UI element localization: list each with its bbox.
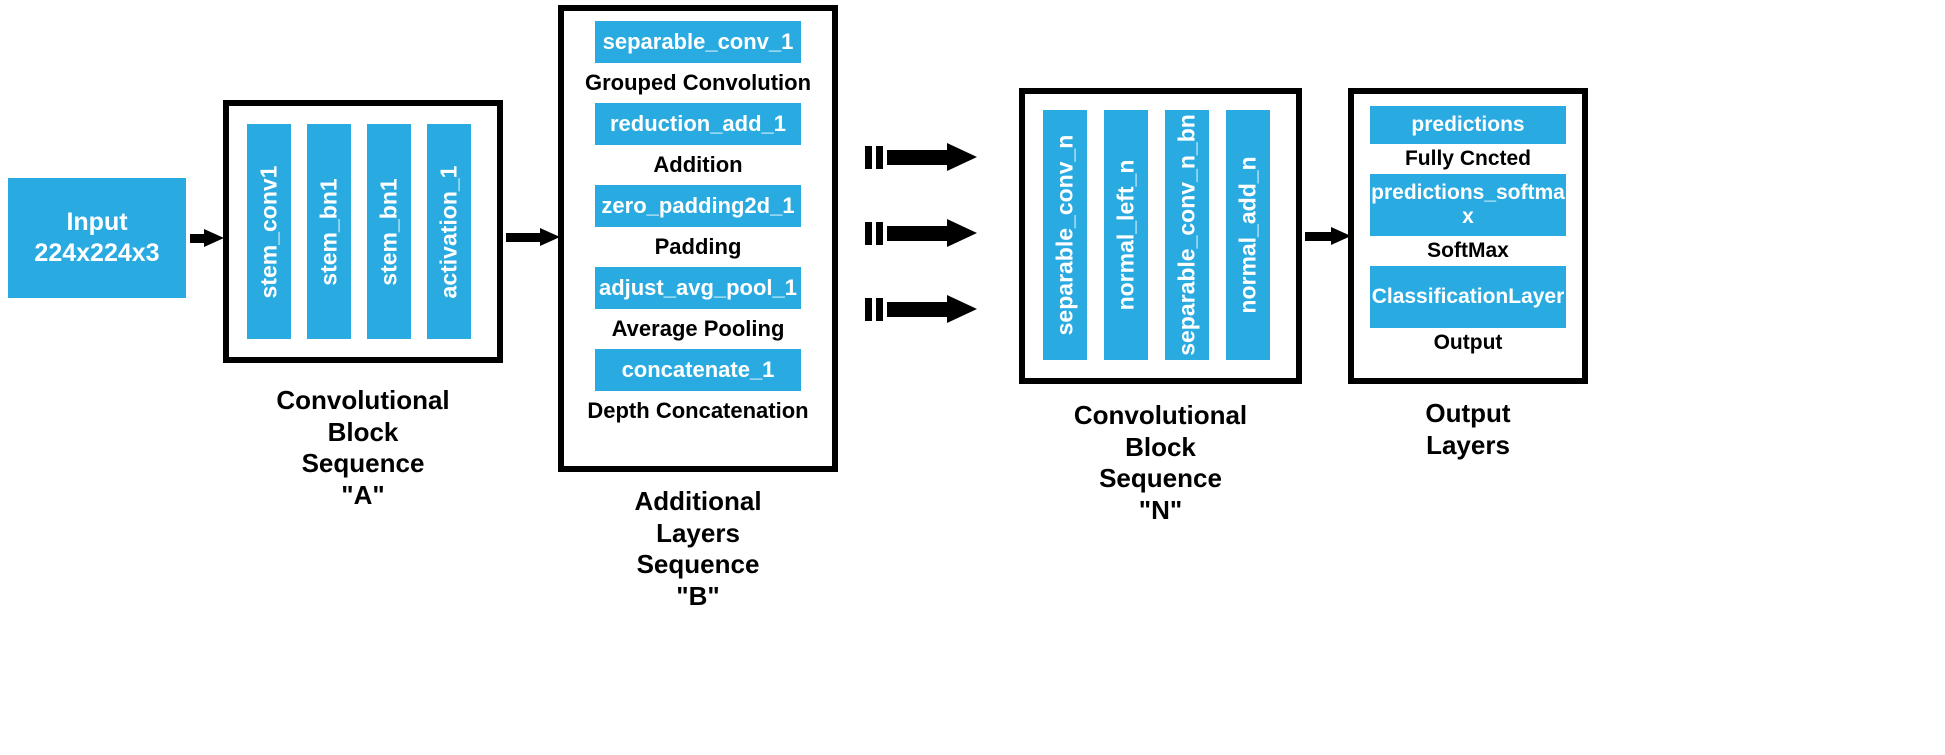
- block-b-layer-2: zero_padding2d_1: [595, 185, 801, 227]
- arrow-block-a-to-block-b: [506, 228, 562, 246]
- block-n-layer-2-label: separable_conv_n_bn: [1173, 114, 1200, 356]
- block-b-caption: Additional Layers Sequence "B": [634, 486, 762, 612]
- block-n-layer-3-label: normal_add_n: [1234, 156, 1261, 314]
- block-b-layer-2-label: zero_padding2d_1: [601, 193, 795, 218]
- block-b-layer-3-label: adjust_avg_pool_1: [598, 275, 798, 300]
- arrow-block-n-to-output: [1305, 227, 1353, 245]
- output-layer-0: predictions: [1370, 106, 1566, 144]
- block-b-container: separable_conv_1 Grouped Convolution red…: [558, 5, 838, 472]
- output-layer-2-type: Output: [1433, 331, 1503, 354]
- output-layer-1: predictions_softmax: [1370, 174, 1566, 236]
- block-b-layer-1: reduction_add_1: [595, 103, 801, 145]
- block-n-layer-3: normal_add_n: [1226, 110, 1270, 360]
- block-a-layer-1: stem_bn1: [307, 124, 351, 339]
- output-layer-2-label: ClassificationLayer: [1371, 285, 1565, 309]
- output-block-caption: Output Layers: [1425, 398, 1511, 460]
- block-b-layer-1-label: reduction_add_1: [609, 111, 787, 136]
- output-layer-0-type: Fully Cncted: [1404, 147, 1531, 170]
- arrow-block-b-to-block-n-3: [865, 295, 977, 323]
- block-a-layer-3: activation_1: [427, 124, 471, 339]
- block-a-layer-0-label: stem_conv1: [255, 165, 282, 298]
- block-n-caption: Convolutional Block Sequence "N": [1073, 400, 1248, 526]
- block-n-layer-0-label: separable_conv_n: [1051, 134, 1078, 336]
- block-a-layer-1-label: stem_bn1: [315, 177, 342, 286]
- block-b-layer-0: separable_conv_1: [595, 21, 801, 63]
- block-b-layer-2-type: Padding: [654, 234, 742, 259]
- output-layer-1-label: predictions_softmax: [1371, 181, 1565, 228]
- block-n-layer-2: separable_conv_n_bn: [1165, 110, 1209, 360]
- block-n-layer-1-label: normal_left_n: [1112, 159, 1139, 311]
- block-b-layer-1-type: Addition: [653, 152, 743, 177]
- block-n-layer-1: normal_left_n: [1104, 110, 1148, 360]
- output-layer-2: ClassificationLayer: [1370, 266, 1566, 328]
- arrow-block-b-to-block-n-1: [865, 143, 977, 171]
- output-layer-0-label: predictions: [1411, 113, 1525, 137]
- block-b-layer-0-type: Grouped Convolution: [584, 70, 812, 95]
- block-a-layer-3-label: activation_1: [435, 165, 462, 298]
- block-b-layer-0-label: separable_conv_1: [602, 29, 794, 54]
- block-n-container: separable_conv_n normal_left_n separable…: [1019, 88, 1302, 384]
- output-block-container: predictions Fully Cncted predictions_sof…: [1348, 88, 1588, 384]
- output-layer-1-type: SoftMax: [1427, 239, 1509, 262]
- block-b-layer-3-type: Average Pooling: [611, 316, 785, 341]
- block-n-layer-0: separable_conv_n: [1043, 110, 1087, 360]
- input-box: Input 224x224x3: [8, 178, 186, 298]
- block-a-caption: Convolutional Block Sequence "A": [276, 385, 450, 511]
- arrow-block-b-to-block-n-2: [865, 219, 977, 247]
- block-b-layer-4-label: concatenate_1: [621, 357, 775, 382]
- block-a-layer-2-label: stem_bn1: [375, 177, 402, 286]
- block-b-layer-4: concatenate_1: [595, 349, 801, 391]
- block-a-container: stem_conv1 stem_bn1 stem_bn1 activation_…: [223, 100, 503, 363]
- block-a-layer-0: stem_conv1: [247, 124, 291, 339]
- block-b-layer-4-type: Depth Concatenation: [587, 398, 809, 423]
- block-a-layer-2: stem_bn1: [367, 124, 411, 339]
- arrow-input-to-block-a: [190, 229, 224, 247]
- input-label-line2: 224x224x3: [34, 239, 160, 267]
- block-b-layer-3: adjust_avg_pool_1: [595, 267, 801, 309]
- input-label-line1: Input: [66, 207, 128, 236]
